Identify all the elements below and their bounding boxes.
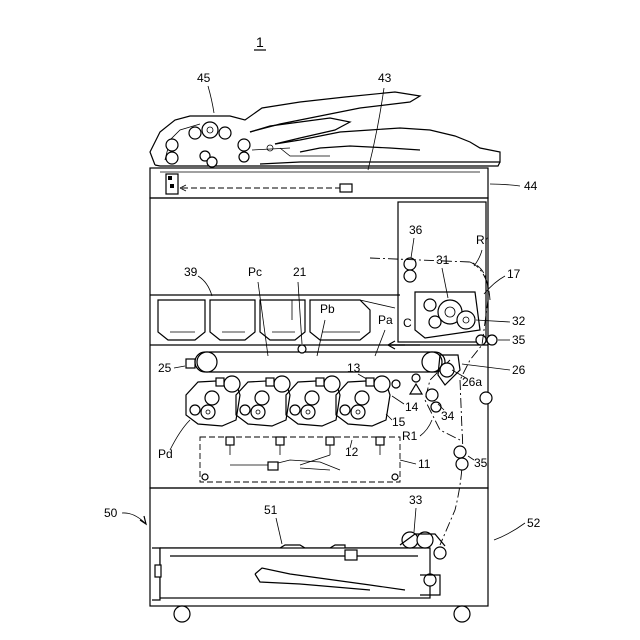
casters bbox=[174, 606, 470, 622]
label-12: 12 bbox=[345, 445, 359, 459]
label-31: 31 bbox=[436, 253, 450, 267]
label-44: 44 bbox=[524, 179, 538, 193]
label-11: 11 bbox=[418, 457, 431, 471]
image-forming-unit-pb bbox=[286, 376, 340, 426]
label-51: 51 bbox=[264, 503, 278, 517]
figure-number: 1 bbox=[256, 34, 264, 50]
label-13: 13 bbox=[347, 361, 361, 375]
label-15: 15 bbox=[392, 415, 406, 429]
label-26: 26 bbox=[512, 363, 526, 377]
label-Pc: Pc bbox=[248, 265, 262, 279]
image-forming-unit-pc bbox=[236, 376, 290, 426]
label-14: 14 bbox=[405, 400, 419, 414]
label-17: 17 bbox=[507, 267, 521, 281]
label-Rr: Rr bbox=[476, 233, 489, 247]
label-34: 34 bbox=[441, 409, 455, 423]
label-52: 52 bbox=[527, 516, 541, 530]
label-Pa: Pa bbox=[378, 313, 393, 327]
label-35-lower: 35 bbox=[474, 456, 488, 470]
label-35-upper: 35 bbox=[512, 333, 526, 347]
main-housing bbox=[150, 198, 488, 488]
label-45: 45 bbox=[197, 71, 211, 85]
image-forming-unit-pd bbox=[186, 376, 240, 426]
label-21: 21 bbox=[293, 265, 307, 279]
paper-feed-cabinet bbox=[150, 488, 488, 606]
exposure-unit bbox=[200, 437, 400, 482]
transfer-belt bbox=[195, 341, 445, 372]
scanner-unit bbox=[150, 168, 488, 198]
label-50: 50 bbox=[104, 506, 118, 520]
label-36: 36 bbox=[409, 223, 423, 237]
label-32: 32 bbox=[512, 314, 526, 328]
document-feeder bbox=[150, 92, 500, 167]
label-Pb: Pb bbox=[320, 302, 335, 316]
label-R1: R1 bbox=[402, 429, 418, 443]
label-C: C bbox=[403, 316, 412, 330]
label-33: 33 bbox=[409, 493, 423, 507]
label-25: 25 bbox=[158, 361, 172, 375]
label-43: 43 bbox=[378, 71, 392, 85]
toner-cartridges bbox=[158, 300, 395, 340]
label-39: 39 bbox=[184, 265, 198, 279]
